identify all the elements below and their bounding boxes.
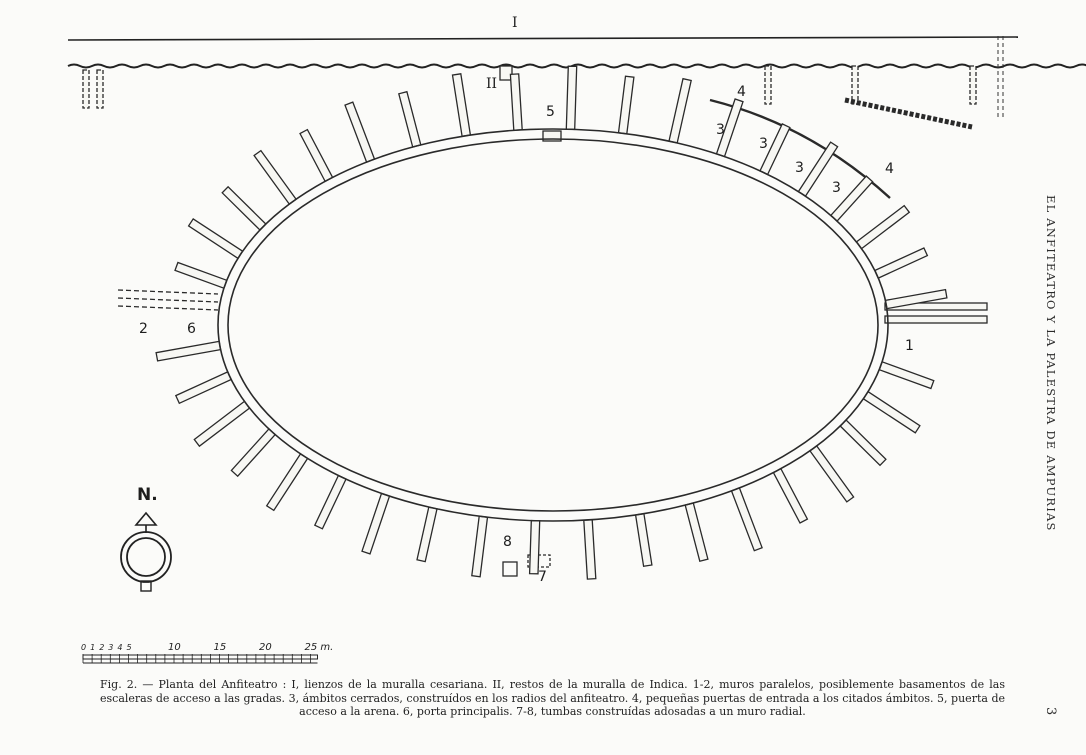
radial-wall [730, 487, 763, 552]
label-5: 5 [546, 104, 555, 120]
radial-wall [583, 519, 597, 580]
label-wall-II: II [486, 76, 497, 92]
running-head: EL ANFITEATRO Y LA PALESTRA DE AMPURIAS [1044, 195, 1058, 532]
radial-wall [230, 427, 277, 478]
indica-wall-remains [844, 97, 973, 130]
radial-wall [855, 204, 911, 250]
radial-wall [528, 519, 541, 575]
scale-tick-label: 2 [99, 643, 104, 652]
indica-wall-remains [82, 69, 90, 109]
radial-wall [193, 400, 251, 448]
radial-wall [398, 90, 422, 148]
plan-labels: I II 1 2 3 3 3 3 4 4 5 6 7 8 [139, 15, 914, 585]
radial-wall [299, 128, 334, 183]
radial-wall [344, 101, 376, 163]
radial-wall [668, 77, 692, 144]
label-3c: 3 [795, 160, 804, 176]
radial-wall [565, 65, 578, 131]
arena-rings [217, 128, 889, 522]
label-2: 2 [139, 321, 148, 337]
label-3d: 3 [832, 180, 841, 196]
radial-wall [451, 73, 472, 138]
inner-ring [227, 138, 879, 512]
outer-ring [217, 128, 889, 522]
radial-wall [808, 444, 855, 503]
radial-wall [155, 340, 222, 362]
indica-wall-remains [764, 65, 772, 105]
label-8: 8 [503, 534, 512, 550]
radial-wall [187, 218, 244, 260]
tomb [502, 561, 518, 577]
scale-tick-label: 5 [127, 643, 132, 652]
radial-wall [471, 515, 489, 578]
caption-text: — Planta del Anfiteatro : I, lienzos de … [100, 678, 1005, 718]
label-7: 7 [538, 569, 547, 585]
radial-wall [509, 73, 523, 131]
scale-tick-label: 15 [214, 642, 227, 653]
radial-wall [634, 512, 653, 568]
radial-walls [155, 65, 948, 580]
caption-fig-ref: Fig. 2. [100, 678, 138, 691]
label-1: 1 [905, 338, 914, 354]
scale-tick-label: 25 m. [305, 642, 334, 653]
north-label: N. [137, 485, 158, 505]
indica-wall-remains [969, 65, 977, 105]
radial-wall [361, 492, 391, 555]
indica-wall-remains [851, 65, 859, 105]
scale-tick-label: 20 [259, 642, 272, 653]
label-4b: 4 [885, 161, 894, 177]
radial-wall [265, 453, 309, 512]
radial-wall [253, 149, 298, 206]
radial-wall [221, 185, 267, 231]
scale-tick-label: 4 [117, 643, 122, 652]
scale-tick-label: 1 [90, 643, 95, 652]
label-3a: 3 [716, 122, 725, 138]
figure-caption: Fig. 2. — Planta del Anfiteatro : I, lie… [100, 678, 1005, 719]
radial-wall [878, 360, 935, 390]
scale-tick-label: 3 [108, 643, 113, 652]
caesarian-wall [67, 36, 1086, 120]
radial-wall [862, 390, 921, 434]
scale-bar-rule [82, 654, 318, 660]
label-3b: 3 [759, 136, 768, 152]
parallel-wall-east [884, 302, 988, 311]
label-4a: 4 [737, 84, 746, 100]
radial-wall [873, 247, 929, 279]
scale-tick-label: 0 [81, 643, 86, 652]
parallel-wall-west [117, 289, 219, 311]
north-arrow: N. [120, 485, 172, 592]
radial-wall [174, 371, 233, 405]
radial-wall [772, 467, 809, 524]
radial-wall [684, 502, 709, 562]
radial-wall [174, 261, 228, 290]
label-wall-I: I [512, 15, 518, 31]
indica-wall-remains [96, 69, 104, 109]
scale-tick-label: 10 [168, 642, 181, 653]
arena-gate [542, 130, 562, 142]
radial-wall [839, 419, 887, 467]
indica-wall-remains [499, 65, 513, 81]
radial-wall [617, 75, 635, 135]
label-6: 6 [187, 321, 196, 337]
radial-wall [313, 474, 347, 530]
parallel-wall-east [884, 315, 988, 324]
page-number: 3 [1043, 707, 1058, 716]
radial-wall [416, 506, 438, 563]
